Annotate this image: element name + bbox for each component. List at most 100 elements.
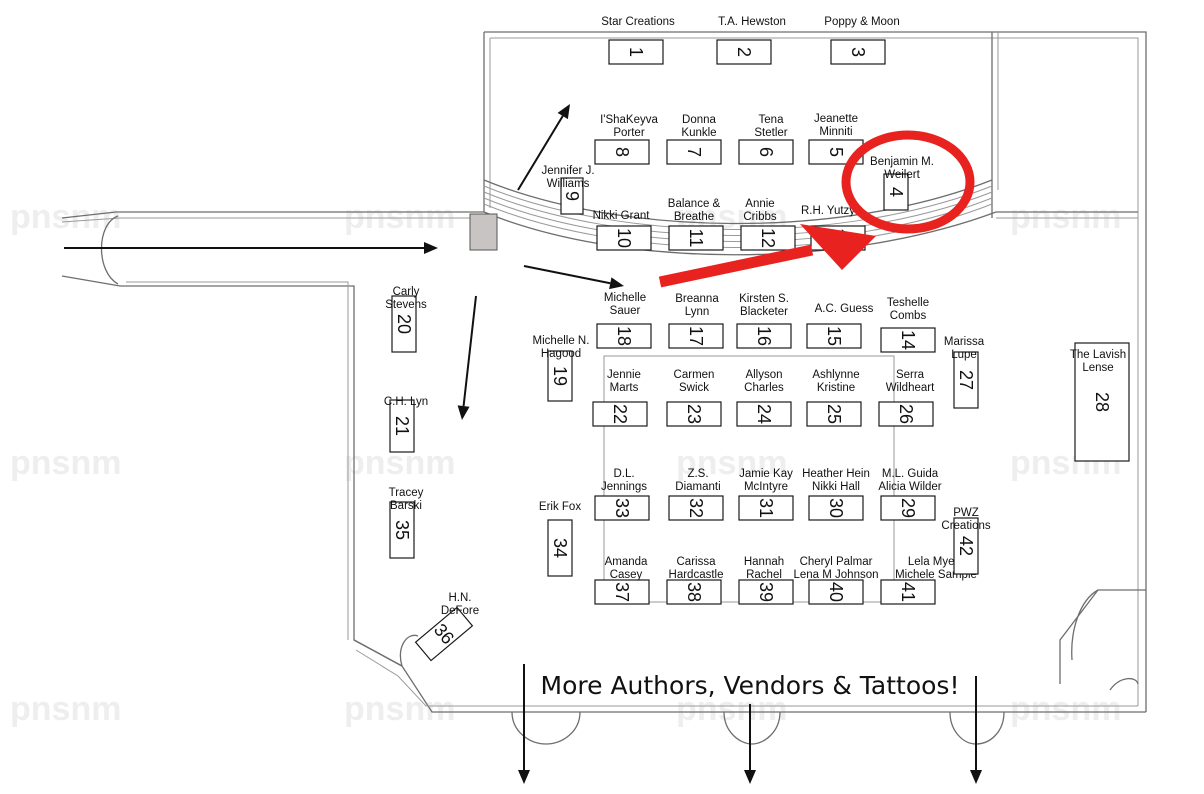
vendor-name: Lena M Johnson <box>793 569 878 581</box>
vendor-name: Star Creations <box>601 16 675 28</box>
table-number: 40 <box>826 582 846 602</box>
table-box: 3 <box>830 39 886 65</box>
vendor-name: Carly <box>393 286 420 298</box>
table-number: 6 <box>756 147 776 157</box>
table-number: 37 <box>612 582 632 602</box>
vendor-name: Lela Myers <box>908 556 964 568</box>
vendor-table-1[interactable]: 1 Star Creations <box>601 16 675 65</box>
vendor-name: C.H. Lyn <box>384 396 428 408</box>
vendor-name: Amanda <box>605 556 648 568</box>
table-box: 33 <box>594 495 650 521</box>
table-box: 28 <box>1074 342 1130 462</box>
table-rect <box>830 39 886 65</box>
table-rect <box>668 323 724 349</box>
table-box: 42 <box>953 517 979 575</box>
table-number: 17 <box>686 326 706 346</box>
table-box: 25 <box>806 401 862 427</box>
vendor-name: Stevens <box>385 299 427 311</box>
vendor-name: M.L. Guida <box>882 468 939 480</box>
vendor-name: Lupe <box>951 349 977 361</box>
table-rect <box>391 295 417 353</box>
table-rect <box>560 177 584 215</box>
table-number: 31 <box>756 498 776 518</box>
vendor-name: Jennie <box>607 369 641 381</box>
table-number: 16 <box>754 326 774 346</box>
vendor-table-15[interactable]: 15A.C. Guess <box>806 303 874 349</box>
vendor-table-21[interactable]: 21 C.H. Lyn <box>384 396 428 453</box>
vendor-table-32[interactable]: 32Z.S.Diamanti <box>668 468 724 521</box>
vendor-name: Casey <box>610 569 643 581</box>
vendor-name: The Lavish <box>1070 349 1126 361</box>
highlight-circle <box>841 130 975 234</box>
vendor-name: Marissa <box>944 336 985 348</box>
vendor-name: Balance & <box>668 198 721 210</box>
table-box: 26 <box>878 401 934 427</box>
vendor-name: Erik Fox <box>539 501 581 513</box>
vendor-name: Creations <box>941 520 990 532</box>
table-rect <box>738 579 794 605</box>
table-box: 29 <box>880 495 936 521</box>
table-number: 26 <box>896 404 916 424</box>
watermark-text: pnsnm <box>1010 690 1121 728</box>
vendor-name: Carissa <box>677 556 717 568</box>
flow-arrow <box>523 265 624 290</box>
table-box: 18 <box>596 323 652 349</box>
flow-arrow <box>744 704 756 784</box>
flow-arrow <box>457 295 477 420</box>
vendor-name: Breanna <box>675 293 719 305</box>
table-number: 42 <box>956 536 976 556</box>
table-box: 1 <box>608 39 664 65</box>
vendor-name: Stetler <box>754 127 787 139</box>
table-box: 9 <box>560 177 584 215</box>
table-rect <box>808 579 864 605</box>
footer-text: More Authors, Vendors & Tattoos! <box>541 671 960 700</box>
table-box: 24 <box>736 401 792 427</box>
table-number: 32 <box>686 498 706 518</box>
watermark-text: pnsnm <box>1010 198 1121 236</box>
table-number: 21 <box>392 416 412 436</box>
vendor-table-33[interactable]: 33D.L.Jennings <box>594 468 650 521</box>
table-number: 27 <box>956 370 976 390</box>
watermark-text: pnsnm <box>10 690 121 728</box>
vendor-table-2[interactable]: 2T.A. Hewston <box>716 16 786 65</box>
vendor-name: Serra <box>896 369 925 381</box>
table-rect <box>596 323 652 349</box>
table-number: 4 <box>886 187 906 197</box>
vendor-table-36[interactable]: 36H.N.DeFore <box>414 592 480 662</box>
table-number: 38 <box>684 582 704 602</box>
table-number: 10 <box>614 228 634 248</box>
